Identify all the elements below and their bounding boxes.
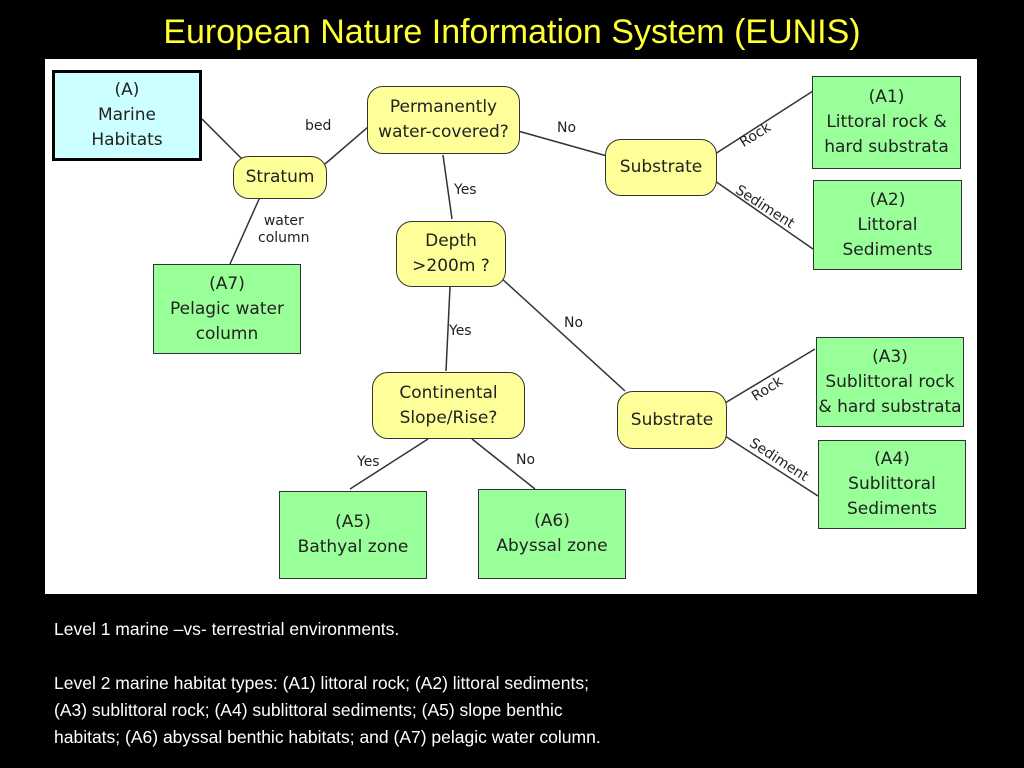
connector-slope-a6 <box>471 438 536 490</box>
connector-substrate-upper-a1 <box>714 90 814 155</box>
edge-label-bed: bed <box>305 118 332 134</box>
a4-node: (A4) Sublittoral Sediments <box>818 440 966 529</box>
continental-slope-node: Continental Slope/Rise? <box>372 372 525 439</box>
connector-stratum-permanently <box>324 120 376 165</box>
connector-substrate-lower-a4 <box>724 435 819 497</box>
substrate-lower-node: Substrate <box>617 391 727 449</box>
a5-node: (A5) Bathyal zone <box>279 491 427 579</box>
edge-label-no-abyssal: No <box>516 452 536 468</box>
caption: Level 1 marine –vs- terrestrial environm… <box>54 616 994 751</box>
connector-permanently-substrate-upper <box>517 130 608 157</box>
stratum-node: Stratum <box>233 156 327 199</box>
connector-slope-a5 <box>349 438 429 490</box>
edge-label-yes-bathyal: Yes <box>357 454 380 470</box>
edge-label-yes-slope: Yes <box>449 323 472 339</box>
connector-permanently-depth <box>442 154 453 220</box>
eunis-decision-tree: (A) Marine Habitats Stratum Permanently … <box>45 59 977 594</box>
slide-title: European Nature Information System (EUNI… <box>163 13 861 51</box>
connector-stratum-a7 <box>229 196 261 265</box>
marine-habitats-node: (A) Marine Habitats <box>52 70 202 161</box>
a3-node: (A3) Sublittoral rock & hard substrata <box>816 337 964 427</box>
substrate-upper-node: Substrate <box>605 139 717 196</box>
a6-node: (A6) Abyssal zone <box>478 489 626 579</box>
a7-node: (A7) Pelagic water column <box>153 264 301 354</box>
caption-level2: Level 2 marine habitat types: (A1) litto… <box>54 673 601 747</box>
depth-node: Depth >200m ? <box>396 221 506 287</box>
connector-depth-substrate-lower <box>499 276 626 392</box>
connector-substrate-lower-a3 <box>724 348 816 404</box>
connector-depth-slope <box>445 286 451 372</box>
a1-node: (A1) Littoral rock & hard substrata <box>812 76 961 169</box>
edge-label-no-depth: No <box>564 315 584 331</box>
edge-label-no-upper: No <box>557 120 577 136</box>
connector-lines <box>201 90 819 497</box>
permanently-water-covered-node: Permanently water-covered? <box>367 86 520 154</box>
edge-label-water-column: water column <box>258 213 310 246</box>
edge-label-yes-depth: Yes <box>454 182 477 198</box>
caption-level1: Level 1 marine –vs- terrestrial environm… <box>54 619 400 639</box>
a2-node: (A2) Littoral Sediments <box>813 180 962 270</box>
connector-substrate-upper-a2 <box>714 180 814 250</box>
connector-root-stratum <box>201 118 246 163</box>
